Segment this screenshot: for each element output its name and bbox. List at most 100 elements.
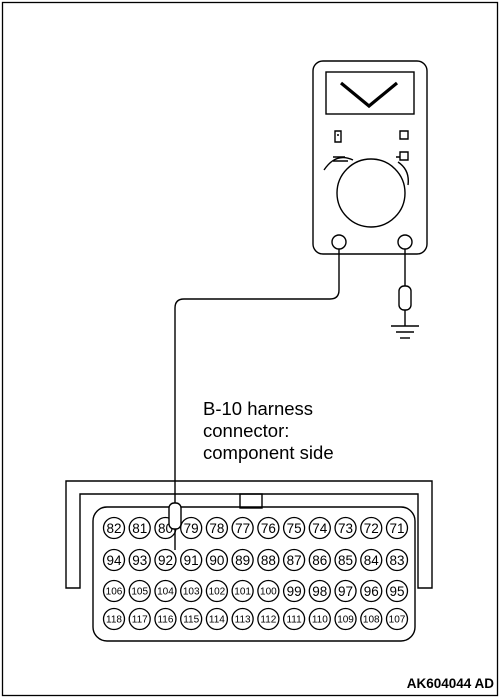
connector-pin-112 (257, 607, 280, 631)
connector-pin-label-91: 91 (184, 553, 199, 568)
connector-pin-116 (154, 607, 177, 631)
connector-pin-label-88: 88 (261, 553, 276, 568)
connector-pin-99 (282, 579, 306, 603)
connector-pin-label-109: 109 (337, 615, 354, 626)
connector-pin-101 (231, 579, 254, 603)
connector-pin-89 (231, 548, 254, 572)
connector-pin-label-77: 77 (235, 521, 250, 536)
ground-probe-clip (398, 285, 412, 311)
connector-pin-94 (102, 548, 126, 572)
ground-lead (391, 249, 419, 339)
connector-pin-label-98: 98 (312, 584, 327, 599)
connector-pin-label-81: 81 (132, 521, 147, 536)
connector-pin-label-84: 84 (364, 553, 380, 568)
connector-pin-label-76: 76 (261, 521, 276, 536)
connector-pin-label-102: 102 (209, 587, 226, 598)
connector-pin-106 (102, 579, 126, 603)
connector-pin-104 (154, 579, 177, 603)
connector-pin-102 (205, 579, 229, 603)
voltmeter (312, 60, 428, 255)
connector-pin-82 (102, 516, 126, 540)
connector-pin-108 (360, 607, 383, 631)
connector-pin-label-74: 74 (312, 521, 328, 536)
voltmeter-dial-scale (323, 156, 409, 186)
connector-pin-label-75: 75 (287, 521, 302, 536)
connector-pin-label-82: 82 (106, 521, 121, 536)
connector-pin-81 (128, 516, 151, 540)
connector-pin-86 (308, 548, 331, 572)
connector-pin-label-94: 94 (106, 553, 122, 568)
connector-pin-84 (360, 548, 383, 572)
connector-pin-label-72: 72 (364, 521, 379, 536)
connector-pin-label-92: 92 (158, 553, 173, 568)
connector-pin-label-89: 89 (235, 553, 250, 568)
connector-pin-96 (360, 579, 383, 603)
connector-pin-label-85: 85 (338, 553, 353, 568)
connector-pin-label-106: 106 (106, 587, 123, 598)
connector-pin-label-100: 100 (260, 587, 277, 598)
connector-pin-90 (205, 548, 229, 572)
connector-pin-103 (180, 579, 203, 603)
connector-pin-113 (231, 607, 254, 631)
connector-pin-105 (128, 579, 151, 603)
connector-pin-93 (128, 548, 151, 572)
connector-pin-label-97: 97 (338, 584, 353, 599)
connector-pin-label-71: 71 (389, 521, 404, 536)
connector-pin-75 (282, 516, 306, 540)
voltmeter-terminal-com (331, 234, 347, 250)
connector-pin-85 (334, 548, 357, 572)
connector-pin-label-116: 116 (157, 615, 173, 626)
connector-pin-label-107: 107 (389, 615, 406, 626)
connector-pin-label-96: 96 (364, 584, 379, 599)
connector-pin-73 (334, 516, 357, 540)
connector-pin-72 (360, 516, 383, 540)
connector-pin-label-115: 115 (183, 615, 199, 626)
connector-pin-91 (180, 548, 203, 572)
voltmeter-terminal-v (397, 234, 413, 250)
connector-pin-label-114: 114 (209, 615, 225, 626)
connector-pin-label-95: 95 (389, 584, 404, 599)
connector-pin-97 (334, 579, 357, 603)
connector-pin-100 (257, 579, 280, 603)
connector-pin-109 (334, 607, 357, 631)
connector-pin-label-90: 90 (209, 553, 224, 568)
voltmeter-dial (336, 158, 406, 228)
connector-pin-label-101: 101 (234, 587, 251, 598)
connector-pin-label-117: 117 (132, 615, 148, 626)
connector-pin-label-78: 78 (209, 521, 224, 536)
connector-face (92, 506, 416, 642)
connector-pin-label-103: 103 (183, 587, 200, 598)
connector-pin-label-86: 86 (312, 553, 327, 568)
connector-pin-107 (385, 607, 409, 631)
connector-pin-label-113: 113 (235, 615, 251, 626)
connector-pin-98 (308, 579, 331, 603)
connector-pin-114 (205, 607, 229, 631)
connector-outer-housing (65, 480, 433, 589)
test-probe-tip (168, 502, 182, 550)
connector-pin-label-110: 110 (312, 615, 328, 626)
connector-pin-115 (180, 607, 203, 631)
connector-pin-95 (385, 579, 409, 603)
connector-pin-label-108: 108 (363, 615, 380, 626)
connector-pin-label-118: 118 (106, 615, 122, 626)
connector-pin-79 (180, 516, 203, 540)
connector-pin-78 (205, 516, 229, 540)
connector-pin-71 (385, 516, 409, 540)
connector-pin-87 (282, 548, 306, 572)
connector-pin-label-99: 99 (287, 584, 302, 599)
voltmeter-display (325, 71, 415, 115)
voltmeter-display-v-icon (339, 81, 399, 109)
voltmeter-body (312, 60, 428, 255)
connector-pin-label-93: 93 (132, 553, 147, 568)
connector-pin-83 (385, 548, 409, 572)
connector-pin-92 (154, 548, 177, 572)
connector-pin-88 (257, 548, 280, 572)
connector-pin-111 (282, 607, 306, 631)
connector-pin-77 (231, 516, 254, 540)
caption-line-1: B-10 harness (203, 398, 314, 419)
connector-pin-label-105: 105 (131, 587, 148, 598)
b10-connector (65, 480, 433, 642)
